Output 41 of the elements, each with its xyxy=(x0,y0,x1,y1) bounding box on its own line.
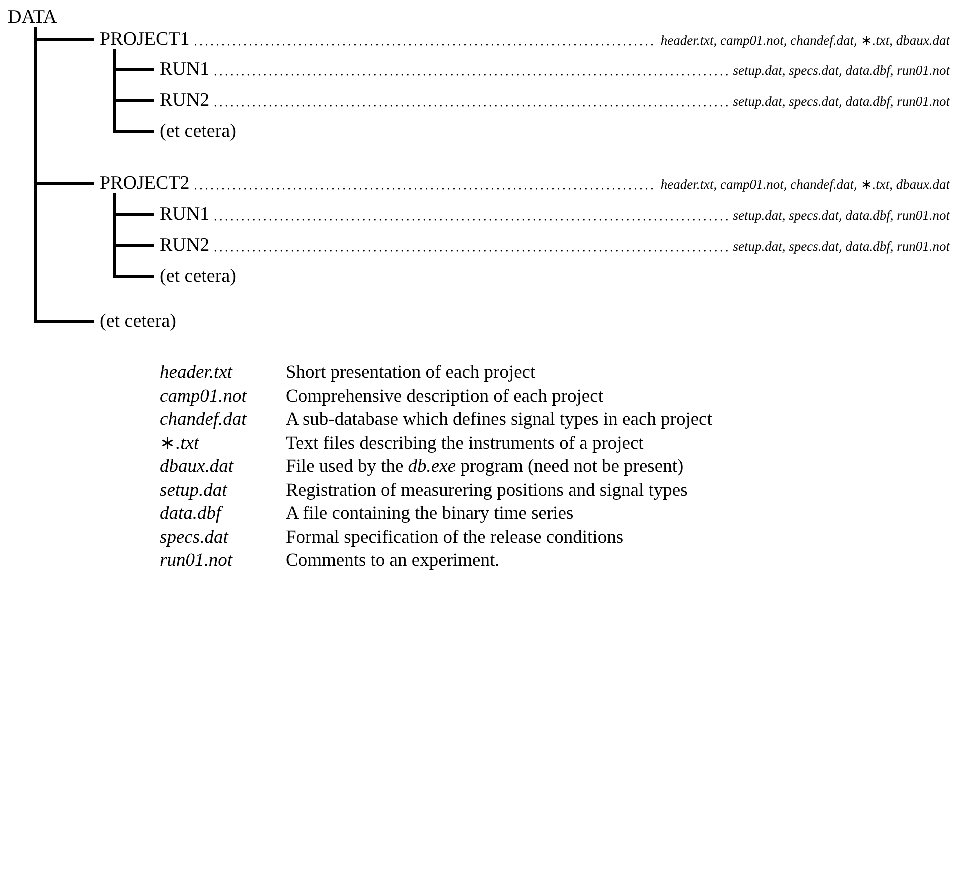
folder-label: RUN2 xyxy=(160,235,210,257)
file-name: dbaux.dat xyxy=(160,456,235,479)
file-list: header.txt, camp01.not, chandef.dat, ∗.txt, dbaux.dat xyxy=(660,177,950,193)
dot-leader xyxy=(214,105,728,107)
folder-label: RUN1 xyxy=(160,204,210,226)
file-list: setup.dat, specs.dat, data.dbf, run01.not xyxy=(733,239,950,255)
dot-leader xyxy=(214,250,728,252)
file-name: chandef.dat xyxy=(160,409,248,432)
file-description: A file containing the binary time series xyxy=(286,503,575,526)
file-list: setup.dat, specs.dat, data.dbf, run01.not xyxy=(733,63,950,79)
file-list: header.txt, camp01.not, chandef.dat, ∗.txt, dbaux.dat xyxy=(660,33,950,49)
file-name: run01.not xyxy=(160,550,234,573)
file-description: Text files describing the instruments of a project xyxy=(286,432,645,456)
folder-label: PROJECT2 xyxy=(100,173,190,195)
file-description: Comprehensive description of each project xyxy=(286,386,604,408)
file-description: Formal specification of the release conditions xyxy=(286,526,625,550)
file-name: camp01.not xyxy=(160,386,248,408)
folder-label: PROJECT1 xyxy=(100,29,190,51)
file-name: header.txt xyxy=(160,362,234,385)
file-list: setup.dat, specs.dat, data.dbf, run01.not xyxy=(733,94,950,110)
dot-leader xyxy=(194,44,656,46)
file-description: Comments to an experiment. xyxy=(286,550,501,573)
dot-leader xyxy=(214,219,728,221)
file-list: setup.dat, specs.dat, data.dbf, run01.not xyxy=(733,208,950,224)
folder-label: RUN2 xyxy=(160,90,210,112)
file-name: specs.dat xyxy=(160,526,230,550)
file-description: File used by the db.exe program (need not be present) xyxy=(286,456,685,479)
folder-label: RUN1 xyxy=(160,59,210,81)
folder-label: (et cetera) xyxy=(160,121,236,143)
folder-label: (et cetera) xyxy=(160,266,236,288)
dot-leader xyxy=(194,188,656,190)
file-name: data.dbf xyxy=(160,503,224,526)
file-name: ∗.txt xyxy=(160,432,200,456)
dot-leader xyxy=(214,74,728,76)
file-description: Short presentation of each project xyxy=(286,362,537,385)
file-name: setup.dat xyxy=(160,480,229,502)
file-description: Registration of measurering positions and signal types xyxy=(286,480,689,502)
folder-label: (et cetera) xyxy=(100,311,176,333)
tree-connector xyxy=(34,27,94,324)
file-description: A sub-database which defines signal types in each project xyxy=(286,409,712,432)
folder-label: DATA xyxy=(8,7,58,29)
